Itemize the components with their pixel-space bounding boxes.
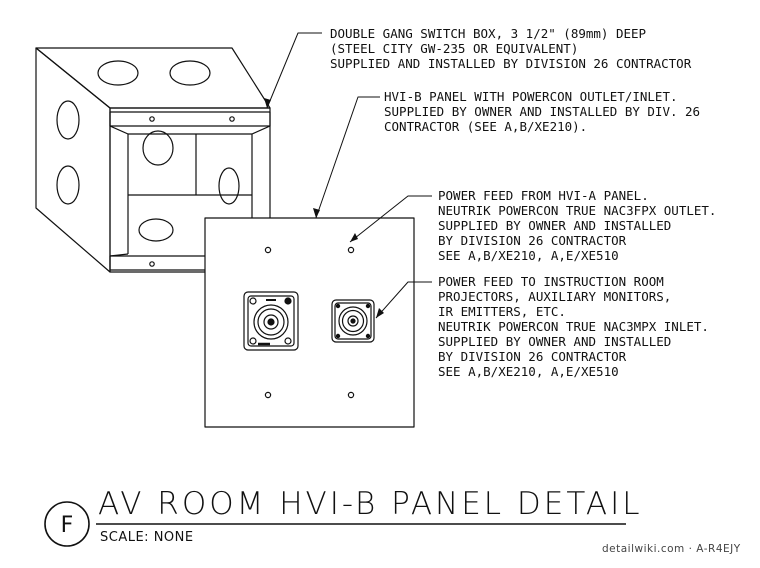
callout-line: NEUTRIK POWERCON TRUE NAC3MPX INLET. bbox=[438, 319, 709, 334]
detail-letter: F bbox=[61, 513, 74, 538]
callout-line: POWER FEED FROM HVI-A PANEL. bbox=[438, 188, 649, 203]
box-left-face bbox=[35, 47, 111, 273]
watermark: detailwiki.com · A-R4EJY bbox=[602, 543, 741, 555]
callout-line: NEUTRIK POWERCON TRUE NAC3FPX OUTLET. bbox=[438, 203, 716, 218]
box-knockout-top-left bbox=[97, 60, 139, 86]
callout-line: IR EMITTERS, ETC. bbox=[438, 304, 566, 319]
leader-power-feed-to bbox=[375, 281, 432, 319]
callout-line: SUPPLIED BY OWNER AND INSTALLED BY DIV. … bbox=[384, 104, 700, 119]
box-knockout-left-lower bbox=[56, 165, 80, 205]
callout-line: DOUBLE GANG SWITCH BOX, 3 1/2" (89mm) DE… bbox=[330, 26, 646, 41]
callout-line: BY DIVISION 26 CONTRACTOR bbox=[438, 233, 627, 248]
box-knockout-back bbox=[142, 130, 174, 166]
callout-switch-box: DOUBLE GANG SWITCH BOX, 3 1/2" (89mm) DE… bbox=[330, 26, 692, 71]
box-top-face bbox=[35, 47, 271, 109]
leader-power-feed-from bbox=[349, 195, 432, 243]
box-knockout-left-upper bbox=[56, 100, 80, 140]
box-knockout-bottom bbox=[138, 218, 174, 242]
box-front-frame bbox=[109, 107, 271, 273]
nac3fpx-outlet-icon bbox=[243, 291, 299, 351]
callout-line: SEE A,B/XE210, A,E/XE510 bbox=[438, 248, 619, 263]
nac3mpx-inlet-icon bbox=[331, 299, 375, 343]
hvi-b-cover-plate bbox=[204, 217, 415, 428]
title-block bbox=[44, 501, 626, 547]
box-knockout-right-wall bbox=[218, 167, 240, 205]
callout-panel: HVI-B PANEL WITH POWERCON OUTLET/INLET. … bbox=[384, 89, 700, 134]
callout-line: CONTRACTOR (SEE A,B/XE210). bbox=[384, 119, 587, 134]
cover-plate bbox=[204, 217, 415, 428]
detail-title: AV ROOM HVI-B PANEL DETAIL bbox=[98, 486, 643, 522]
callout-line: POWER FEED TO INSTRUCTION ROOM bbox=[438, 274, 664, 289]
leader-panel bbox=[315, 96, 380, 219]
callout-line: (STEEL CITY GW-235 OR EQUIVALENT) bbox=[330, 41, 578, 56]
callout-line: HVI-B PANEL WITH POWERCON OUTLET/INLET. bbox=[384, 89, 678, 104]
callout-line: SEE A,B/XE210, A,E/XE510 bbox=[438, 364, 619, 379]
callout-line: SUPPLIED BY OWNER AND INSTALLED bbox=[438, 334, 671, 349]
detail-symbol-circle bbox=[44, 501, 90, 547]
leader-lines bbox=[266, 32, 432, 319]
callout-line: SUPPLIED BY OWNER AND INSTALLED bbox=[438, 218, 671, 233]
callout-line: BY DIVISION 26 CONTRACTOR bbox=[438, 349, 627, 364]
detail-scale: SCALE: NONE bbox=[100, 530, 194, 545]
double-gang-switch-box bbox=[35, 47, 271, 273]
callout-line: SUPPLIED AND INSTALLED BY DIVISION 26 CO… bbox=[330, 56, 692, 71]
callout-power-feed-to: POWER FEED TO INSTRUCTION ROOM PROJECTOR… bbox=[438, 274, 709, 379]
callout-power-feed-from: POWER FEED FROM HVI-A PANEL. NEUTRIK POW… bbox=[438, 188, 716, 263]
box-knockout-top-right bbox=[169, 60, 211, 86]
callout-line: PROJECTORS, AUXILIARY MONITORS, bbox=[438, 289, 671, 304]
box-top-ear bbox=[109, 111, 271, 127]
leader-switch-box bbox=[266, 32, 322, 109]
